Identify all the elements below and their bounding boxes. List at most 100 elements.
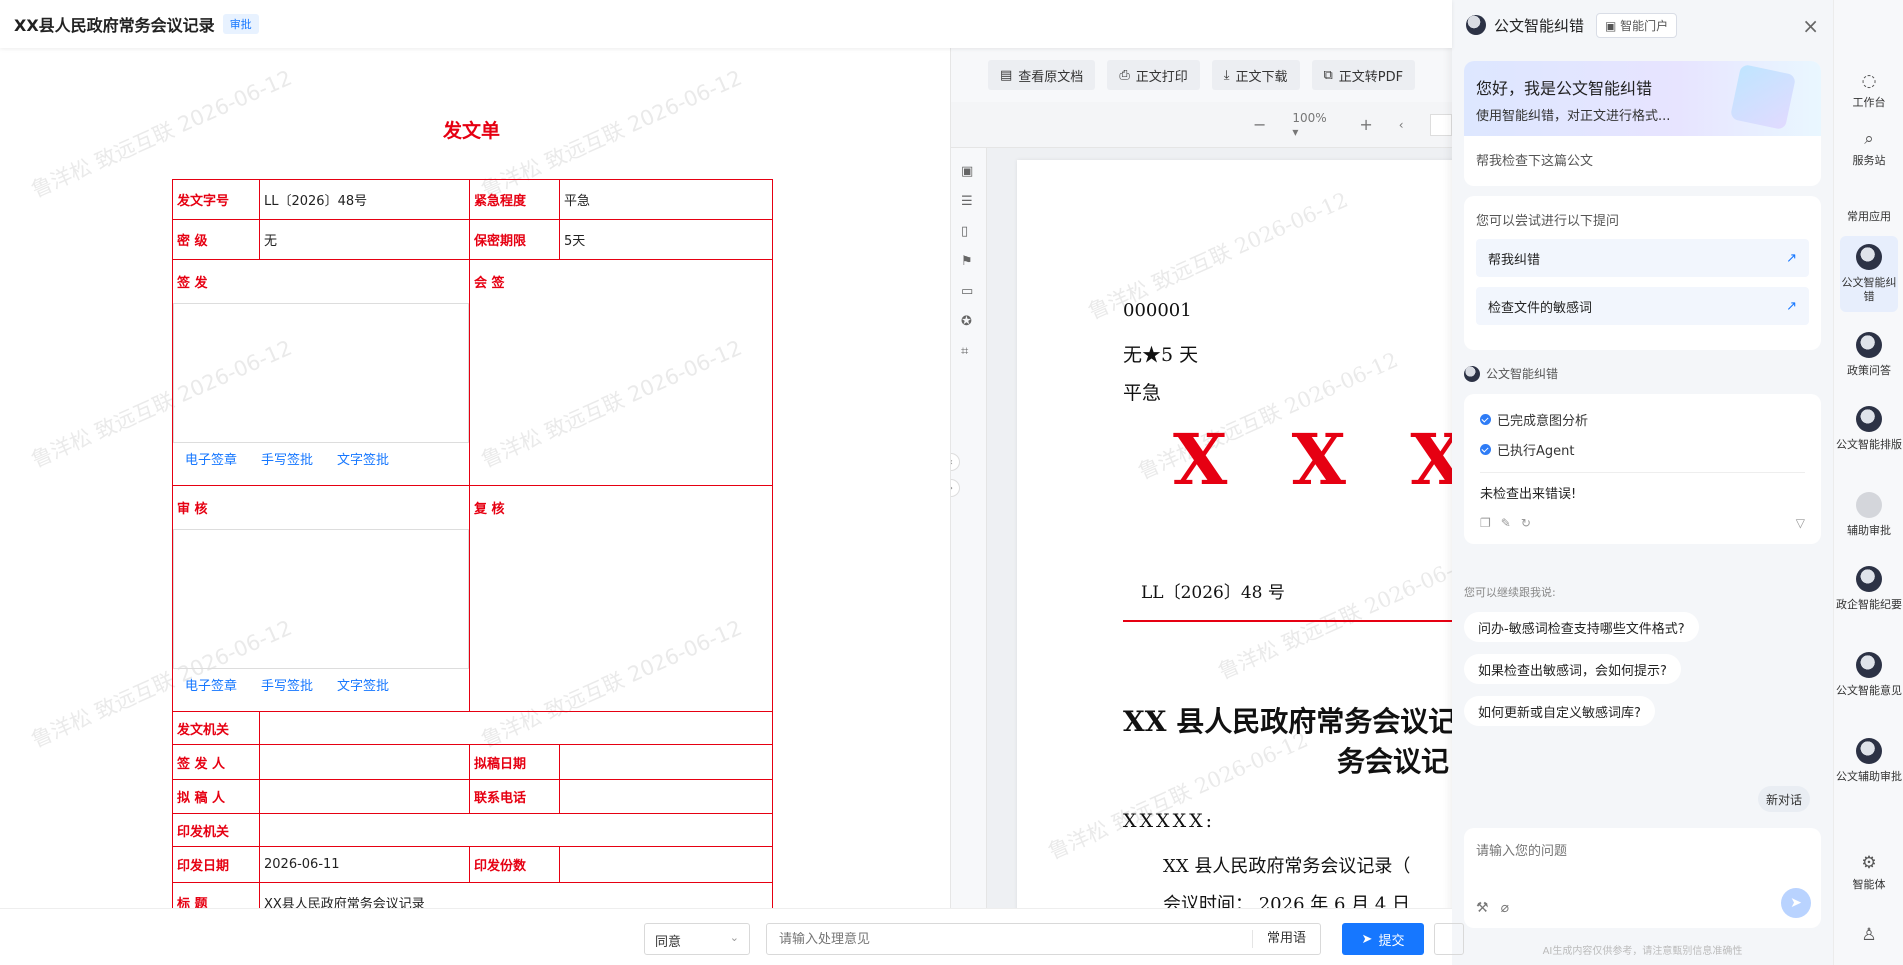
app-avatar-icon [1856,244,1882,270]
rail-service-station[interactable]: ⌕ 服务站 [1852,129,1886,167]
zoom-level[interactable]: 100% ▾ [1292,110,1327,139]
rail-app-assist-approval[interactable]: 辅助审批 [1834,492,1903,538]
thumbnail-icon[interactable]: ▣ [961,164,974,179]
page-number-input[interactable] [1429,113,1452,136]
countersign-label: 会 签 [474,276,505,291]
send-icon: ➤ [1361,931,1373,947]
convert-pdf-button[interactable]: ⧉正文转PDF [1311,60,1416,90]
opinion-input[interactable] [767,931,1252,947]
rail-app-policy-qa[interactable]: 政策问答 [1834,332,1903,378]
thumbs-down-icon[interactable]: ▽ [1795,516,1805,530]
ai-disclaimer: AI生成内容仅供参考，请注意甄别信息准确性 [1542,946,1743,957]
recheck-cell: 复 核 [469,485,773,712]
suggestion-chip[interactable]: 如果检查出敏感词，会如何提示? [1464,654,1681,684]
title-label: 标 题 [172,882,260,908]
signer-value[interactable] [259,744,470,780]
review-cell: 审 核 电子签章 手写签批 文字签批 [172,485,470,712]
drafter-label: 拟 稿 人 [172,779,260,814]
try-ask-item[interactable]: 检查文件的敏感词 ↗ [1476,287,1809,325]
doc-heading-line2: 务会议记 [1337,745,1450,778]
print-date-value[interactable]: 2026-06-11 [259,846,470,883]
download-button[interactable]: ⤓正文下载 [1211,60,1300,90]
suggestion-chip[interactable]: 问办-敏感词检查支持哪些文件格式? [1464,612,1699,642]
doc-red-header: X X X [1173,418,1452,501]
secret-period-value[interactable]: 5天 [559,219,773,260]
doc-toolbar: ▤查看原文档 ⎙正文打印 ⤓正文下载 ⧉正文转PDF [951,48,1452,102]
attachment-icon[interactable]: ⌀ [1500,900,1509,916]
title-value[interactable]: XX县人民政府常务会议记录 [259,882,773,908]
secret-level-value[interactable]: 无 [259,219,470,260]
app-avatar-icon [1856,738,1882,764]
comment-icon[interactable]: ▭ [961,284,974,299]
urgency-value[interactable]: 平急 [559,179,773,220]
try-ask-label: 您可以尝试进行以下提问 [1476,214,1620,229]
handwrite-sign-link[interactable]: 手写签批 [261,453,314,468]
status-badge: 审批 [222,14,259,34]
convert-icon: ⧉ [1323,67,1333,83]
phone-value[interactable] [559,779,773,814]
smart-portal-button[interactable]: ▣ 智能门户 [1596,12,1678,38]
rail-workbench[interactable]: ◌ 工作台 [1852,71,1886,109]
doc-number-value[interactable]: LL〔2026〕48号 [259,179,470,220]
try-ask-item[interactable]: 帮我纠错 ↗ [1476,239,1809,277]
send-button[interactable]: ➤ [1781,888,1811,918]
draft-date-value[interactable] [559,744,773,780]
submit-button[interactable]: ➤ 提交 [1342,923,1424,955]
print-org-value[interactable] [259,813,773,847]
scan-icon[interactable]: ⌗ [961,344,969,359]
suggestion-chip[interactable]: 如何更新或自定义敏感词库? [1464,696,1655,726]
signature-area[interactable] [173,529,469,669]
rail-app-doc-correction[interactable]: 公文智能纠错 [1840,236,1898,312]
edit-icon[interactable]: ✎ [1500,516,1511,530]
signature-area[interactable] [173,303,469,443]
bookmark-icon[interactable]: ⚑ [961,254,973,269]
recheck-label: 复 核 [474,502,505,517]
chat-input[interactable] [1476,840,1809,880]
phone-label: 联系电话 [469,779,560,814]
print-button[interactable]: ⎙正文打印 [1107,60,1200,90]
rail-app-typesetting[interactable]: 公文智能排版 [1834,406,1903,452]
issuer-org-value[interactable] [259,711,773,745]
outline-icon[interactable]: ☰ [961,194,973,209]
zoom-bar: − 100% ▾ + ‹ [951,102,1452,148]
print-copies-value[interactable] [559,846,773,883]
doc-urgency: 平急 [1123,382,1162,404]
secret-level-label: 密 级 [172,219,260,260]
rail-app-opinion[interactable]: 公文智能意见 [1834,652,1903,698]
watermark: 鲁洋松 致远互联 2026-06-12 [1214,547,1452,685]
draft-date-label: 拟稿日期 [469,744,560,780]
sign-issue-label: 签 发 [177,276,208,291]
rail-agent[interactable]: ⚙ 智能体 [1852,853,1886,891]
signer-label: 签 发 人 [172,744,260,780]
page-icon[interactable]: ▯ [961,224,969,239]
decision-select[interactable]: 同意 ⌄ [644,923,750,955]
text-sign-link[interactable]: 文字签批 [337,453,390,468]
common-phrases-button[interactable]: 常用语 [1251,930,1320,948]
continue-label: 您可以继续跟我说: [1464,586,1556,599]
e-seal-link[interactable]: 电子签章 [185,679,238,694]
zoom-out-icon[interactable]: − [1253,115,1267,134]
view-original-button[interactable]: ▤查看原文档 [988,60,1096,90]
close-icon[interactable]: × [1802,14,1819,38]
e-seal-link[interactable]: 电子签章 [185,453,238,468]
rail-app-minutes[interactable]: 政企智能纪要 [1834,566,1903,612]
text-sign-link[interactable]: 文字签批 [337,679,390,694]
stamp-icon[interactable]: ✪ [961,314,972,329]
drafter-value[interactable] [259,779,470,814]
copy-icon[interactable]: ❐ [1480,516,1491,530]
handwrite-sign-link[interactable]: 手写签批 [261,679,314,694]
suggested-prompt[interactable]: 帮我检查下这篇公文 [1476,154,1594,169]
refresh-icon[interactable]: ↻ [1520,516,1531,530]
rail-user[interactable]: ♙ [1834,924,1903,950]
zoom-in-icon[interactable]: + [1359,115,1373,134]
doc-body-line: XX 县人民政府常务会议记录（ [1163,856,1411,877]
new-chat-button[interactable]: 新对话 [1758,786,1811,812]
document-page: 鲁洋松 致远互联 2026-06-12 鲁洋松 致远互联 2026-06-12 … [1017,160,1452,908]
magic-wand-icon[interactable]: ⚒ [1476,900,1489,916]
prev-page-icon[interactable]: ‹ [1398,117,1404,132]
more-button[interactable] [1434,923,1464,955]
rail-app-doc-assist-approval[interactable]: 公文辅助审批 [1834,738,1903,784]
print-org-label: 印发机关 [172,813,260,847]
assistant-avatar [1466,15,1486,35]
app-avatar-icon [1856,492,1882,518]
